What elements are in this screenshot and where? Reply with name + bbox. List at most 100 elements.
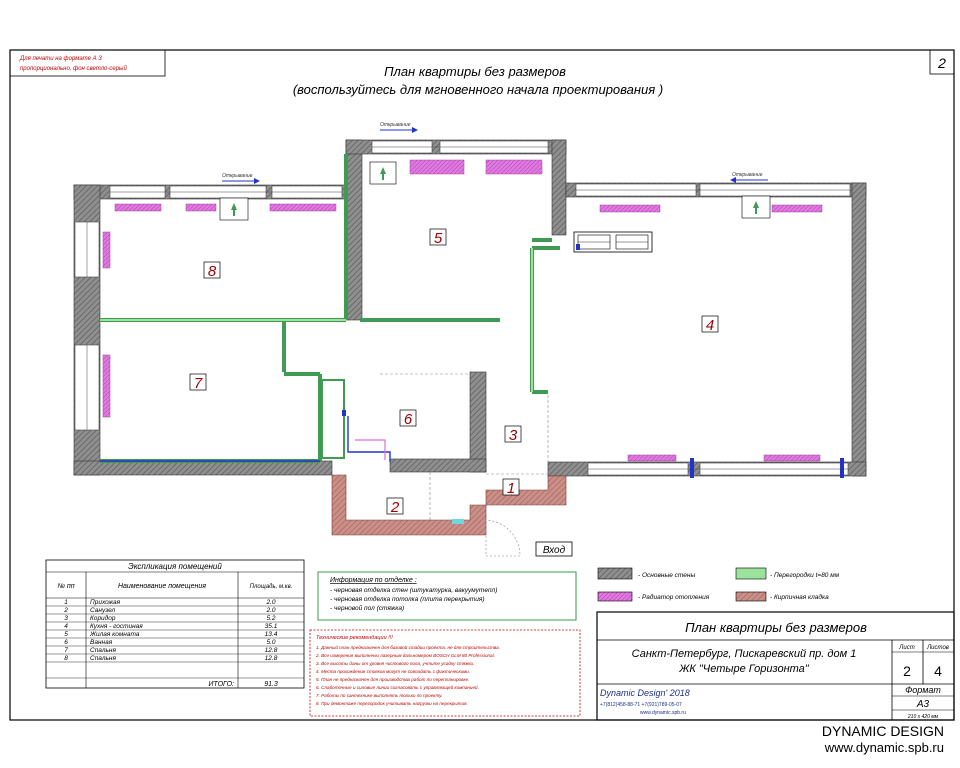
table-cell: Прихожая bbox=[90, 599, 121, 606]
room-number-1: 1 bbox=[507, 480, 515, 497]
room-markers bbox=[189, 228, 719, 515]
opening-label-3: Открывание bbox=[732, 172, 763, 178]
explication-title: Экспликация помещений bbox=[128, 562, 222, 571]
table-cell: Коридор bbox=[90, 614, 116, 622]
stamp-sheet-value: 2 bbox=[903, 663, 911, 679]
legend bbox=[597, 567, 767, 602]
sheet-frame bbox=[9, 49, 955, 721]
table-cell: 35.1 bbox=[265, 623, 278, 630]
radiators bbox=[102, 159, 823, 462]
table-cell: 3 bbox=[64, 615, 68, 622]
finishing-line-1: - черновая отделка стен (штукатурка, вак… bbox=[330, 586, 497, 594]
table-cell: 7 bbox=[64, 647, 68, 654]
room-number-5: 5 bbox=[434, 230, 443, 247]
room-number-7: 7 bbox=[194, 375, 203, 392]
table-cell: 6 bbox=[64, 639, 68, 646]
stamp-format-label: Формат bbox=[905, 685, 941, 695]
finishing-title: Информация по отделке : bbox=[330, 576, 417, 584]
finishing-line-2: - черновая отделка потолка (плита перекр… bbox=[330, 595, 485, 603]
sheet-number-box bbox=[929, 49, 955, 75]
note-line-4: 4. Места прохождения стояков могут не со… bbox=[316, 669, 470, 674]
table-cell: Спальня bbox=[90, 647, 116, 654]
table-cell: 12.8 bbox=[265, 655, 278, 662]
stamp-company: Dynamic Design' 2018 bbox=[600, 688, 690, 698]
stamp-sheet-label: Лист bbox=[898, 645, 914, 651]
note-line-8: 8. При демонтаже перегородок учитывать н… bbox=[316, 701, 468, 706]
room-number-6: 6 bbox=[404, 411, 413, 428]
legend-label-brick: - Кирпичная кладка bbox=[770, 593, 829, 601]
window-glazing bbox=[86, 146, 850, 470]
notes-lines: 1. Данный план предназначен для базовой … bbox=[315, 644, 500, 706]
finishing-box bbox=[317, 571, 577, 621]
partition-fill bbox=[100, 248, 533, 392]
total-value: 91.3 bbox=[264, 681, 278, 688]
legend-swatch-brick bbox=[735, 591, 767, 602]
notes-title: Технические рекомендации !!! bbox=[316, 635, 393, 641]
note-line-2: 2. Все измерения выполнены лазерным даль… bbox=[315, 653, 495, 658]
door-openings bbox=[283, 322, 549, 530]
col-header-number: № пп bbox=[57, 583, 74, 590]
print-note-line-2: пропорционально, фон светло-серый bbox=[20, 65, 127, 72]
stamp-sheets-label: Листов bbox=[926, 645, 949, 651]
watermark-url: www.dynamic.spb.ru bbox=[824, 740, 944, 755]
plan-title: План квартиры без размеров bbox=[384, 64, 566, 79]
room-number-4: 4 bbox=[706, 317, 714, 334]
note-line-7: 7. Работы по сантехнике выполнять только… bbox=[316, 693, 443, 698]
watermark-brand: DYNAMIC DESIGN bbox=[822, 723, 944, 739]
brick-masonry bbox=[331, 474, 487, 536]
stamp-sheets-value: 4 bbox=[934, 663, 942, 679]
table-cell: 2.0 bbox=[265, 599, 275, 606]
riser-markers bbox=[342, 244, 844, 478]
note-line-5: 5. План не предназначен для производства… bbox=[316, 677, 470, 682]
note-line-3: 3. Все высоты даны от уровня чистового п… bbox=[316, 661, 474, 666]
vent-markers bbox=[231, 167, 759, 216]
table-cell: 8 bbox=[64, 655, 68, 662]
title-block bbox=[596, 611, 955, 721]
windows bbox=[74, 140, 851, 476]
explication-rows: 1 Прихожая 2.0 2 Санузел 2.0 3 Коридор 5… bbox=[63, 599, 278, 688]
table-cell: 5.0 bbox=[266, 639, 275, 646]
legend-swatch-walls bbox=[597, 567, 633, 580]
note-line-1: 1. Данный план предназначен для базовой … bbox=[316, 644, 500, 650]
opening-label-1: Открывание bbox=[222, 173, 253, 179]
notes-box bbox=[309, 629, 581, 717]
plan-subtitle: (воспользуйтесь для мгновенного начала п… bbox=[293, 82, 663, 97]
table-cell: 13.4 bbox=[265, 631, 278, 638]
table-cell: 5.2 bbox=[266, 615, 275, 622]
floor-drain bbox=[452, 519, 464, 524]
stamp-address-line-2: ЖК "Четыре Горизонта" bbox=[678, 663, 810, 675]
stamp-phones: +7(812)458-88-71 +7(921)789-05-07 bbox=[600, 702, 682, 708]
shower-tray bbox=[321, 379, 345, 459]
table-cell: Кухня - гостиная bbox=[90, 623, 143, 630]
opening-arrows bbox=[222, 127, 768, 184]
legend-label-partitions: - Перегородки t=80 мм bbox=[770, 571, 840, 579]
table-cell: 2 bbox=[63, 607, 68, 614]
opening-label-2: Открывание bbox=[380, 122, 411, 128]
entrance-door-swing bbox=[485, 519, 521, 557]
explication-table bbox=[45, 559, 305, 689]
table-cell: 12.8 bbox=[265, 647, 278, 654]
col-header-area: Площадь, м.кв. bbox=[250, 584, 293, 590]
room-number-2: 2 bbox=[390, 499, 400, 516]
table-cell: 4 bbox=[64, 623, 68, 630]
stamp-site-small: www.dynamic.spb.ru bbox=[640, 710, 686, 716]
total-label: ИТОГО: bbox=[208, 681, 234, 688]
room-number-8: 8 bbox=[208, 263, 217, 280]
kitchen-vent-units bbox=[573, 231, 653, 253]
print-note-line-1: Для печати на формате А 3 bbox=[19, 56, 102, 62]
stamp-address-line-1: Санкт-Петербург, Пискаревский пр. дом 1 bbox=[632, 648, 857, 660]
col-header-name: Наименование помещения bbox=[118, 583, 206, 590]
table-cell: Жилая комната bbox=[89, 631, 140, 638]
legend-label-radiator: - Радиатор отопления bbox=[638, 593, 710, 601]
stamp-format-value: А3 bbox=[916, 699, 930, 710]
table-cell: 2.0 bbox=[265, 607, 275, 614]
table-cell: Ванная bbox=[90, 639, 113, 646]
legend-swatch-partitions bbox=[735, 567, 767, 580]
table-cell: 5 bbox=[64, 631, 68, 638]
note-line-6: 6. Слаботочные и силовые линии согласова… bbox=[316, 684, 479, 690]
heating-pipe bbox=[355, 439, 386, 460]
table-cell: Санузел bbox=[90, 607, 116, 614]
table-cell: Спальня bbox=[90, 655, 116, 662]
room-number-3: 3 bbox=[509, 427, 518, 444]
brick-masonry-2 bbox=[485, 475, 567, 506]
